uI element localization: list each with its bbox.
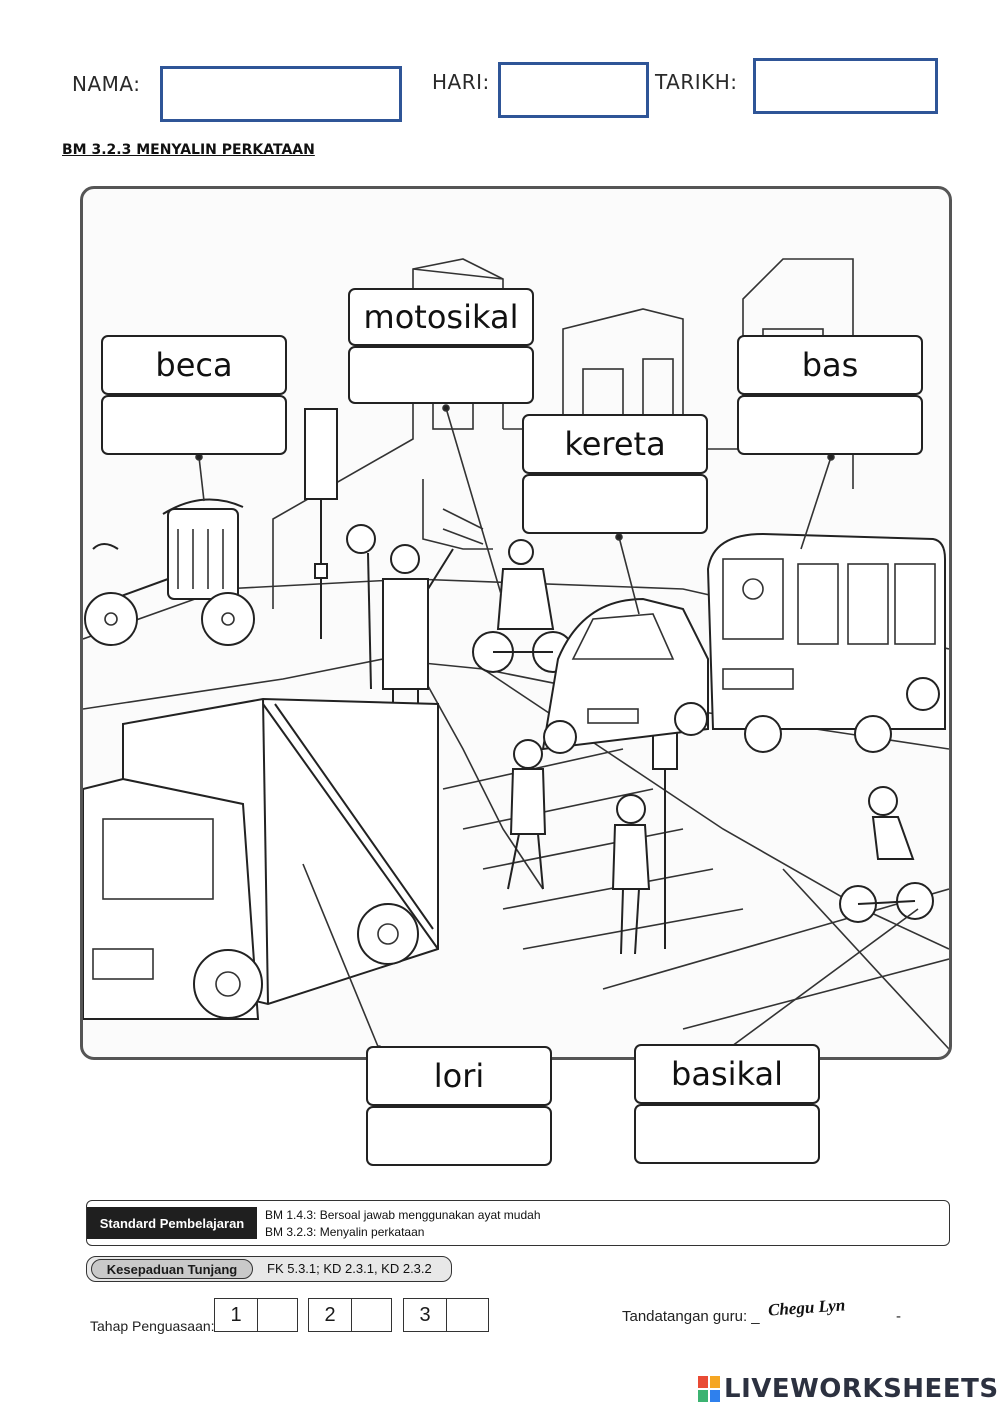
road-drawing: [83, 658, 949, 1050]
kesepaduan-bar: Kesepaduan Tunjang FK 5.3.1; KD 2.3.1, K…: [86, 1256, 452, 1282]
pointer-lines: [195, 404, 919, 1053]
day-label: HARI:: [432, 70, 490, 94]
signature-label: Tandatangan guru: _: [622, 1308, 760, 1325]
label-kereta: kereta: [522, 414, 708, 474]
policeman-drawing: [346, 524, 454, 709]
kesepaduan-title: Kesepaduan Tunjang: [91, 1259, 253, 1279]
answer-box-kereta[interactable]: [522, 474, 708, 534]
answer-box-basikal[interactable]: [634, 1104, 820, 1164]
bicycle-drawing: [839, 786, 934, 923]
answer-box-motosikal[interactable]: [348, 346, 534, 404]
label-basikal: basikal: [634, 1044, 820, 1104]
street-scene-illustration: [83, 258, 949, 1053]
liveworksheets-logo-icon: [698, 1376, 720, 1402]
date-input-box[interactable]: [753, 58, 938, 114]
trishaw-drawing: [84, 498, 255, 646]
tahap-label: Tahap Penguasaan:: [90, 1318, 215, 1334]
name-input-box[interactable]: [160, 66, 402, 122]
lorry-drawing: [83, 697, 439, 1020]
name-label: NAMA:: [72, 72, 141, 96]
answer-box-beca[interactable]: [101, 395, 287, 455]
kesepaduan-text: FK 5.3.1; KD 2.3.1, KD 2.3.2: [267, 1261, 432, 1276]
label-motosikal: motosikal: [348, 288, 534, 346]
tahap-level-2[interactable]: 2: [308, 1298, 352, 1332]
teacher-signature: Chegu Lyn: [767, 1295, 846, 1320]
tahap-check-2[interactable]: [352, 1298, 392, 1332]
standard-title: Standard Pembelajaran: [87, 1207, 257, 1239]
tahap-level-3[interactable]: 3: [403, 1298, 447, 1332]
signature-trail: -: [896, 1308, 901, 1325]
tahap-check-3[interactable]: [447, 1298, 489, 1332]
label-lori: lori: [366, 1046, 552, 1106]
liveworksheets-brand[interactable]: LIVEWORKSHEETS: [724, 1374, 999, 1404]
answer-box-bas[interactable]: [737, 395, 923, 455]
tahap-check-1[interactable]: [258, 1298, 298, 1332]
standard-pembelajaran-bar: Standard Pembelajaran BM 1.4.3: Bersoal …: [86, 1200, 950, 1246]
motorcycle-drawing: [472, 539, 574, 673]
date-label: TARIKH:: [655, 70, 738, 94]
day-input-box[interactable]: [498, 62, 649, 118]
bus-drawing: [706, 532, 946, 753]
tahap-level-1[interactable]: 1: [214, 1298, 258, 1332]
car-drawing: [541, 597, 709, 754]
worksheet-subtitle: BM 3.2.3 MENYALIN PERKATAAN: [62, 142, 315, 158]
label-beca: beca: [101, 335, 287, 395]
children-drawing: [507, 739, 651, 955]
answer-box-lori[interactable]: [366, 1106, 552, 1166]
label-bas: bas: [737, 335, 923, 395]
standard-line-2: BM 3.2.3: Menyalin perkataan: [265, 1225, 425, 1239]
standard-line-1: BM 1.4.3: Bersoal jawab menggunakan ayat…: [265, 1208, 541, 1222]
